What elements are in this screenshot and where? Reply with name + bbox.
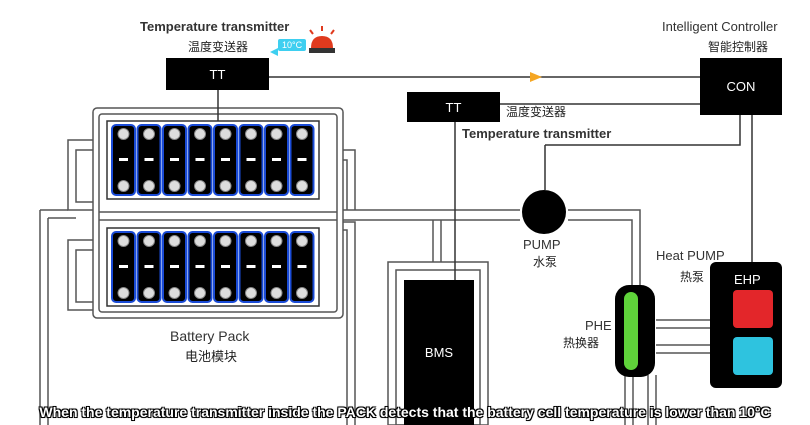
signal-wires (217, 76, 753, 280)
cell-polarity-mark (272, 265, 281, 268)
cell-polarity-mark (170, 158, 179, 161)
ehp-red-block (733, 290, 773, 328)
signal-arrow (530, 72, 542, 82)
phe-label-cn: 热换器 (563, 336, 600, 350)
cell-polarity-mark (297, 265, 307, 268)
bms-frame (387, 261, 489, 425)
con-label-en: Intelligent Controller (662, 19, 778, 34)
pump-label-cn: 水泵 (533, 255, 558, 269)
cell-polarity-mark (119, 158, 128, 161)
tt-mid-label-cn: 温度变送器 (506, 105, 567, 119)
cell-terminal (219, 180, 232, 192)
cell-terminal (219, 235, 232, 247)
battery-pack-label-cn: 电池模块 (185, 350, 238, 365)
cell-polarity-mark (272, 158, 281, 161)
cell-polarity-mark (246, 158, 256, 161)
cell-terminal (245, 235, 257, 247)
tt-top-label-en: Temperature transmitter (140, 19, 290, 34)
ehp-cyan-block (733, 337, 773, 375)
temp-badge-pointer (270, 48, 278, 56)
cell-terminal (296, 128, 308, 140)
cell-terminal (270, 180, 283, 192)
cell-terminal (296, 180, 308, 192)
cell-terminal (168, 128, 181, 140)
cell-terminal (194, 287, 206, 299)
cell-polarity-mark (119, 265, 128, 268)
cell-polarity-mark (195, 265, 205, 268)
cell-terminal (270, 235, 283, 247)
cell-terminal (245, 287, 257, 299)
coolant-pipes (39, 139, 710, 425)
tt-mid-box: TT (407, 92, 500, 122)
ehp-label: EHP (734, 272, 761, 287)
cell-terminal (270, 287, 283, 299)
cell-polarity-mark (221, 265, 230, 268)
cell-terminal (143, 180, 155, 192)
cell-terminal (194, 128, 206, 140)
cell-terminal (270, 128, 283, 140)
cell-terminal (245, 180, 257, 192)
cell-terminal (143, 235, 155, 247)
con-label-cn: 智能控制器 (708, 40, 769, 54)
cell-terminal (117, 128, 130, 140)
temperature-badge: 10°C (278, 39, 307, 51)
pump-label-en: PUMP (523, 237, 561, 252)
cell-terminal (117, 235, 130, 247)
alarm-light-icon (309, 26, 335, 53)
cell-terminal (117, 180, 130, 192)
cell-terminal (194, 235, 206, 247)
heat-pump-label-cn: 热泵 (680, 270, 705, 284)
cell-polarity-mark (144, 158, 154, 161)
phe-label-en: PHE (585, 318, 612, 333)
cell-terminal (168, 180, 181, 192)
con-box: CON (700, 58, 782, 115)
phe-core (624, 292, 638, 370)
cell-polarity-mark (170, 265, 179, 268)
caption-subtitle: When the temperature transmitter inside … (39, 404, 771, 420)
cell-terminal (219, 128, 232, 140)
cell-polarity-mark (246, 265, 256, 268)
cell-terminal (245, 128, 257, 140)
bms-box: BMS (404, 280, 474, 425)
cell-terminal (117, 287, 130, 299)
cell-polarity-mark (144, 265, 154, 268)
cell-terminal (219, 287, 232, 299)
cell-terminal (168, 235, 181, 247)
tt-mid-label-en: Temperature transmitter (462, 126, 612, 141)
battery-pack-label-en: Battery Pack (170, 328, 250, 344)
cell-terminal (194, 180, 206, 192)
tt-top-box: TT (166, 58, 269, 90)
cell-terminal (296, 235, 308, 247)
cell-polarity-mark (297, 158, 307, 161)
cell-terminal (143, 287, 155, 299)
cell-polarity-mark (195, 158, 205, 161)
cell-terminal (168, 287, 181, 299)
cell-polarity-mark (221, 158, 230, 161)
tt-top-label-cn: 温度变送器 (188, 40, 249, 54)
heat-pump-label-en: Heat PUMP (656, 248, 725, 263)
cell-terminal (296, 287, 308, 299)
cell-terminal (143, 128, 155, 140)
pump-symbol (522, 190, 566, 234)
